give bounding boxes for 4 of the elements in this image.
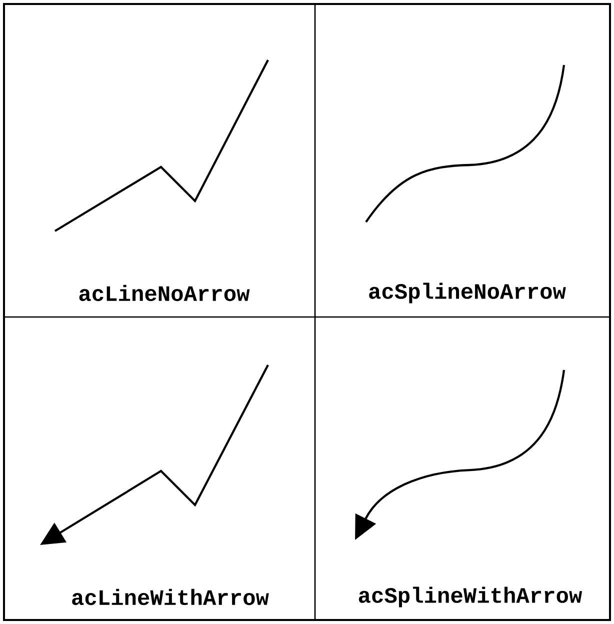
cell-label: acLineWithArrow: [72, 588, 269, 606]
cell-label: acLineNoArrow: [79, 284, 250, 302]
cell-label: acSplineNoArrow: [369, 282, 566, 304]
cell-label: acSplineWithArrow: [358, 586, 582, 608]
